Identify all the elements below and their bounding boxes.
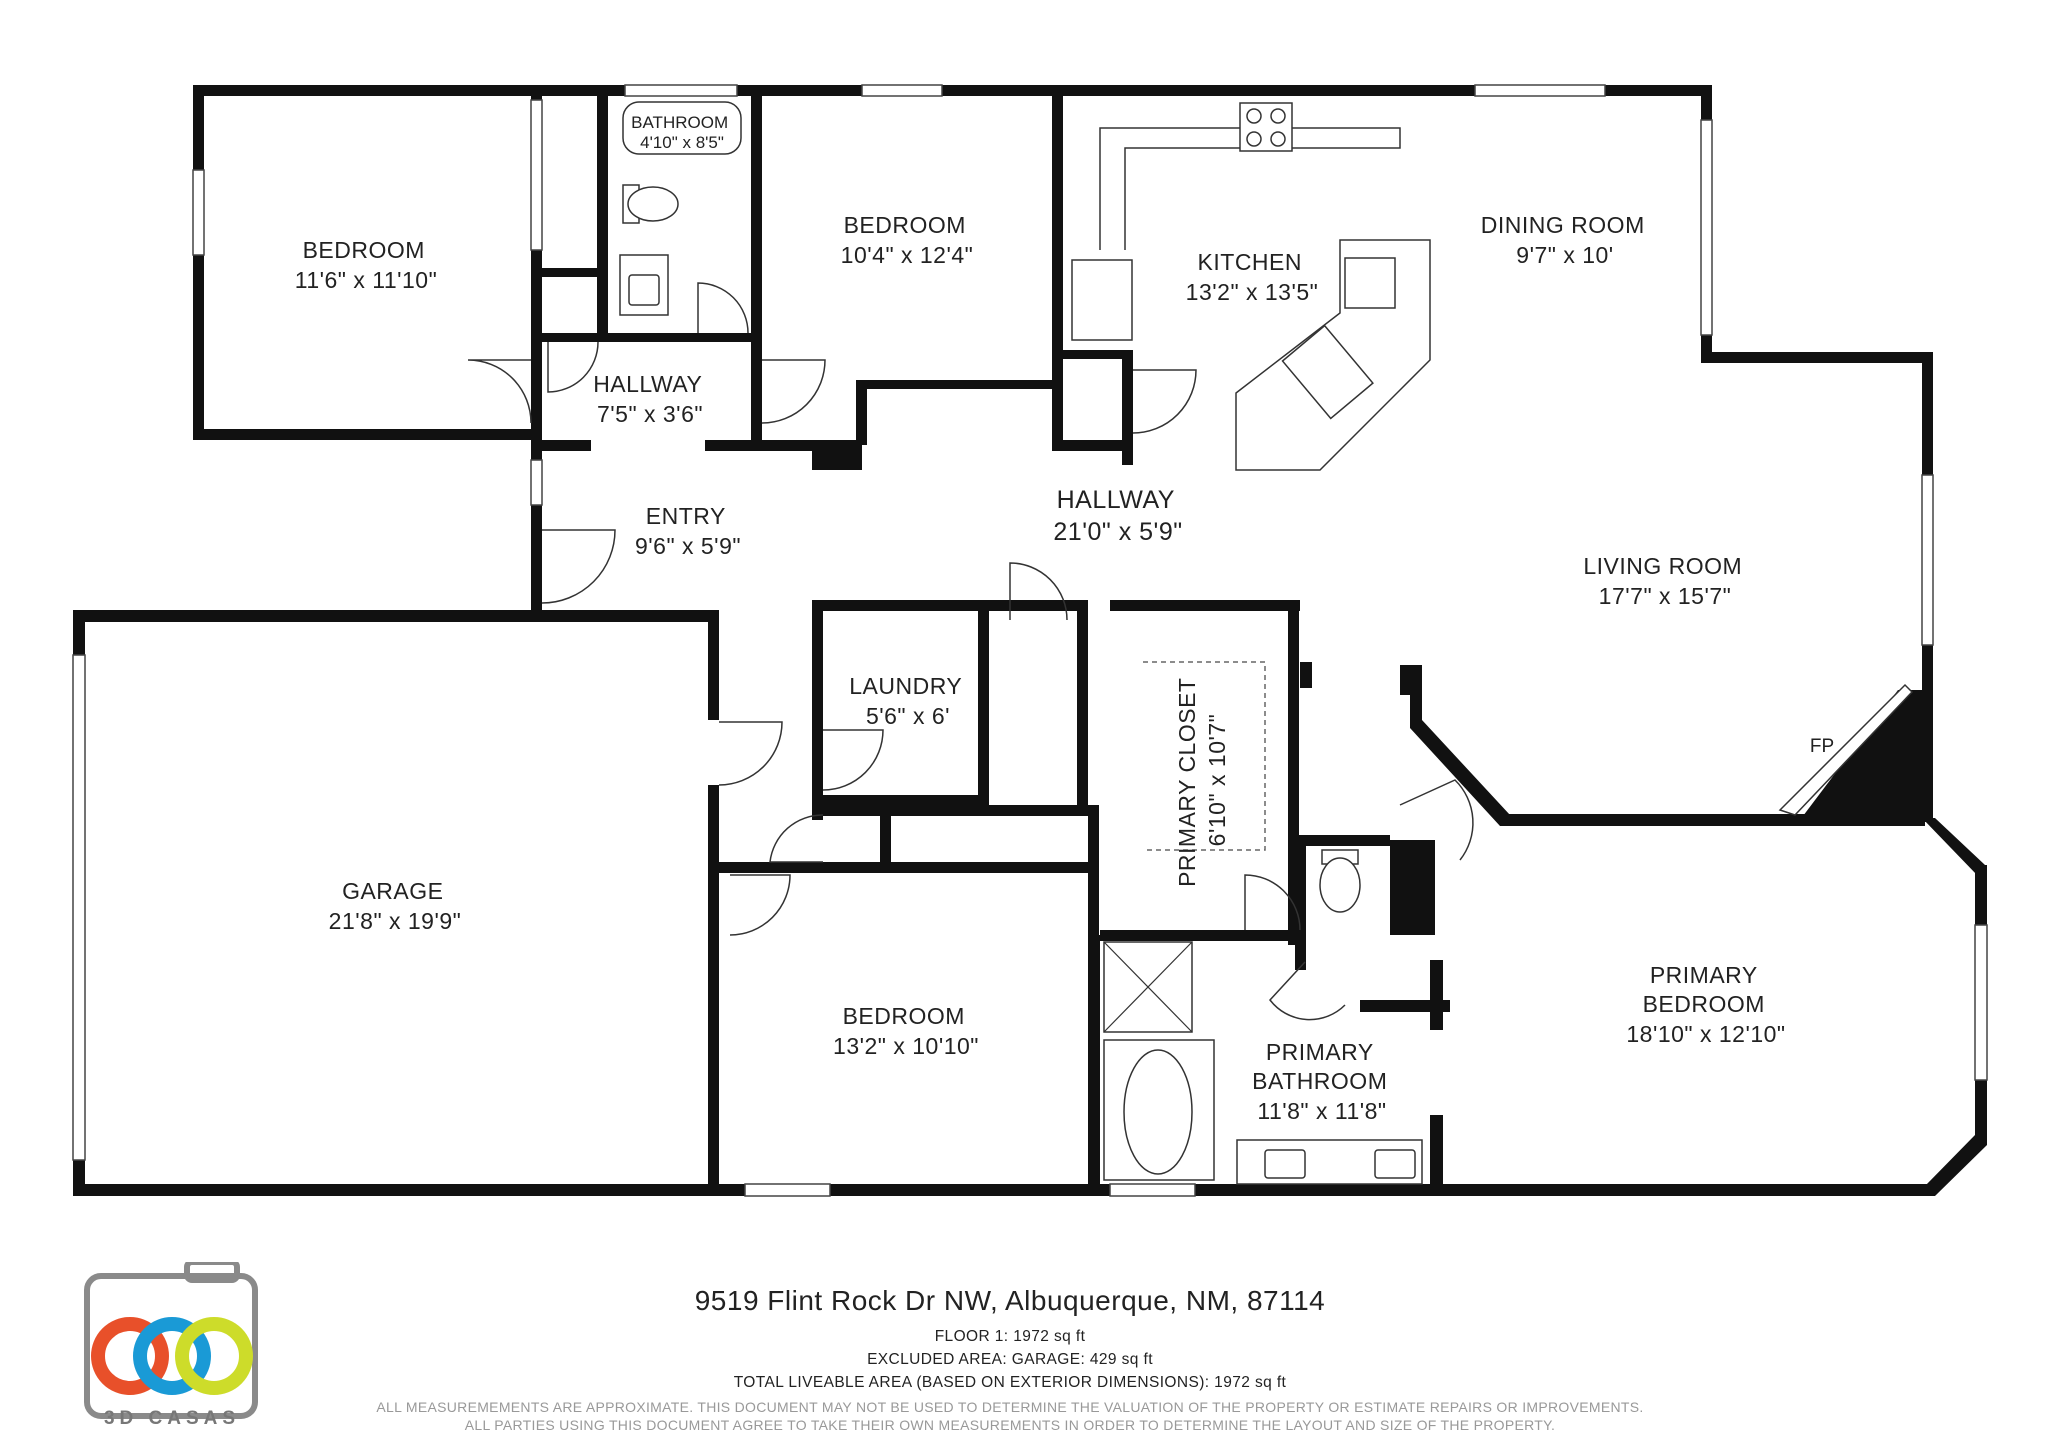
room-label-dining: DINING ROOM 9'7" x 10' [1481, 212, 1649, 268]
room-label-fireplace: FP [1810, 736, 1834, 757]
room-labels: BEDROOM 11'6" x 11'10" BATHROOM 4'10" x … [295, 113, 1834, 1124]
room-label-bedroom-s: BEDROOM 13'2" x 10'10" [833, 1003, 979, 1059]
total-area: TOTAL LIVEABLE AREA (BASED ON EXTERIOR D… [733, 1374, 1287, 1391]
room-label-kitchen: KITCHEN 13'2" x 13'5" [1186, 249, 1319, 305]
room-label-laundry: LAUNDRY 5'6" x 6' [849, 673, 966, 729]
room-label-bedroom-nw: BEDROOM 11'6" x 11'10" [295, 237, 438, 293]
footer: 9519 Flint Rock Dr NW, Albuquerque, NM, … [300, 1285, 1720, 1434]
property-address: 9519 Flint Rock Dr NW, Albuquerque, NM, … [694, 1285, 1326, 1316]
floor-plan: BEDROOM 11'6" x 11'10" BATHROOM 4'10" x … [72, 84, 1988, 1197]
logo-text: 3D CASAS [103, 1408, 241, 1429]
room-label-living: LIVING ROOM 17'7" x 15'7" [1583, 553, 1746, 609]
room-label-entry: ENTRY 9'6" x 5'9" [635, 503, 741, 559]
fixtures [619, 101, 1914, 1185]
room-label-bedroom-n: BEDROOM 10'4" x 12'4" [841, 212, 974, 268]
room-label-hallway-small: HALLWAY 7'5" x 3'6" [593, 371, 707, 427]
doors [467, 282, 1474, 1021]
room-label-hallway-main: HALLWAY 21'0" x 5'9" [1053, 486, 1182, 546]
excluded-area: EXCLUDED AREA: GARAGE: 429 sq ft [867, 1351, 1153, 1368]
disclaimer-line-1: ALL MEASUREMEMENTS ARE APPROXIMATE. THIS… [376, 1399, 1644, 1415]
room-label-primary-closet: PRIMARY CLOSET 6'10" x 10'7" [1174, 673, 1230, 887]
floor-area: FLOOR 1: 1972 sq ft [934, 1328, 1086, 1345]
room-label-primary-bed: PRIMARY BEDROOM 18'10" x 12'10" [1626, 962, 1785, 1047]
room-label-primary-bath: PRIMARY BATHROOM 11'8" x 11'8" [1252, 1039, 1392, 1124]
room-label-bathroom: BATHROOM 4'10" x 8'5" [631, 113, 733, 152]
3d-casas-logo [84, 1262, 258, 1419]
windows [72, 84, 1988, 1197]
disclaimer-line-2: ALL PARTIES USING THIS DOCUMENT AGREE TO… [464, 1417, 1556, 1433]
camera-frame-icon [84, 1273, 258, 1419]
room-label-garage: GARAGE 21'8" x 19'9" [329, 878, 462, 934]
